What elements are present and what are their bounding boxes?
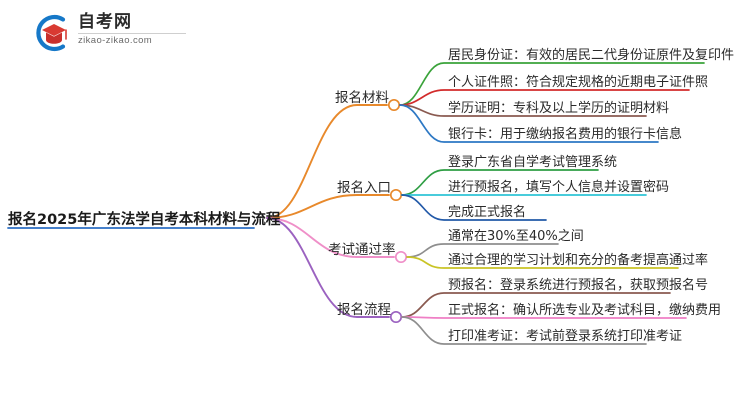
node-circle[interactable] [394,250,408,264]
leaf-label-1-1[interactable]: 居民身份证：有效的居民二代身份证原件及复印件 [448,48,735,63]
leaf-label-2-3[interactable]: 完成正式报名 [448,205,527,220]
root-node-label[interactable]: 报名2025年广东法学自考本科材料与流程 [8,212,281,228]
leaf-label-3-2[interactable]: 通过合理的学习计划和充分的备考提高通过率 [448,253,709,268]
connector-line [399,89,690,106]
connector-line [266,217,395,258]
leaf-label-2-2[interactable]: 进行预报名，填写个人信息并设置密码 [448,180,670,195]
connector-line [266,104,388,219]
leaf-label-4-3[interactable]: 打印准考证：考试前登录系统打印准考证 [448,329,683,344]
leaf-label-1-4[interactable]: 银行卡：用于缴纳报名费用的银行卡信息 [448,127,683,142]
branch-label-2[interactable]: 报名入口 [337,180,391,196]
branch-label-4[interactable]: 报名流程 [337,302,391,318]
leaf-label-1-2[interactable]: 个人证件照：符合规定规格的近期电子证件照 [448,75,709,90]
connector-line [401,292,671,318]
connector-line [399,104,659,143]
connector-line [401,316,647,345]
connector-line [401,169,599,196]
leaf-label-3-1[interactable]: 通常在30%至40%之间 [448,229,584,244]
logo-divider [78,33,186,34]
connector-line [401,194,547,221]
branch-label-1[interactable]: 报名材料 [335,90,389,106]
connector-line [406,256,679,269]
branch-label-3[interactable]: 考试通过率 [328,242,396,258]
logo-domain: zikao-zikao.com [78,35,153,46]
logo-mark-icon [30,12,74,54]
leaf-label-4-2[interactable]: 正式报名：确认所选专业及考试科目，缴纳费用 [448,303,722,318]
connector-line [399,62,705,106]
connector-line [266,217,390,318]
site-logo: 自考网 zikao-zikao.com [30,10,190,56]
node-circle[interactable] [389,188,403,202]
node-circle[interactable] [387,98,401,112]
leaf-label-1-3[interactable]: 学历证明：专科及以上学历的证明材料 [448,101,670,116]
leaf-label-2-1[interactable]: 登录广东省自学考试管理系统 [448,155,618,170]
leaf-label-4-1[interactable]: 预报名：登录系统进行预报名，获取预报名号 [448,278,709,293]
connector-line [266,194,390,219]
node-circle[interactable] [389,310,403,324]
logo-title-cn: 自考网 [78,12,132,32]
